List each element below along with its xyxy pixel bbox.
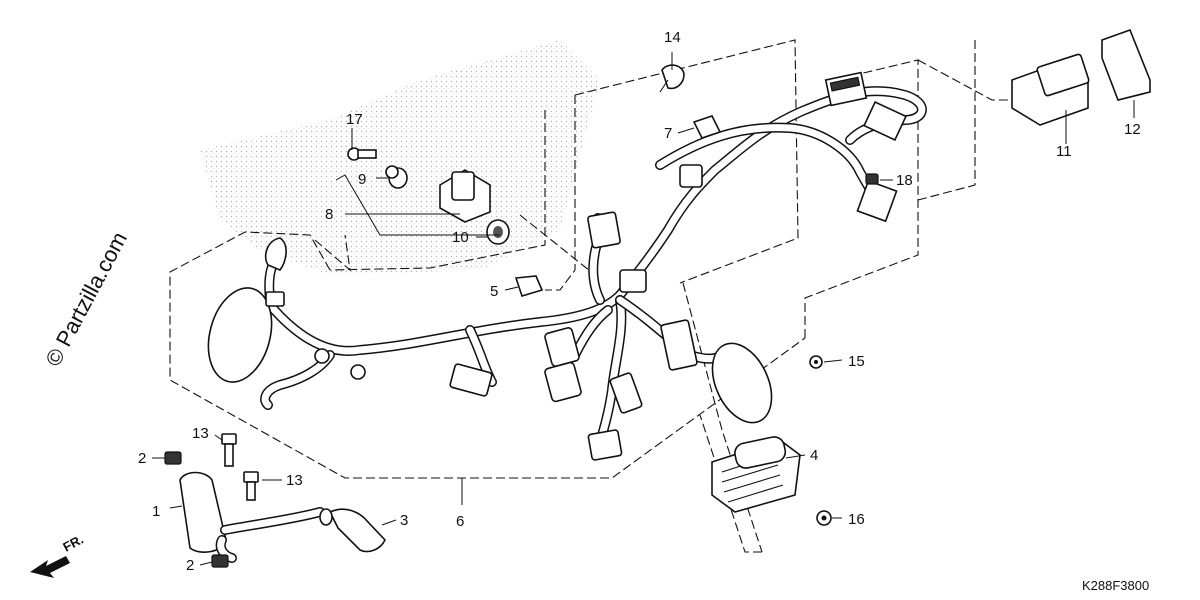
stipple-background <box>200 40 600 275</box>
group-outline-lines <box>169 39 1010 553</box>
harness-connectors <box>314 71 907 461</box>
callout-11: 11 <box>1056 143 1072 160</box>
diagram-code: K288F3800 <box>1082 578 1149 593</box>
bracket-8 <box>439 169 491 223</box>
bolt-15 <box>809 355 823 369</box>
callout-2-lower: 2 <box>186 557 194 574</box>
spark-plug-cap <box>319 508 386 553</box>
bolt-13-lower <box>243 471 259 501</box>
clip-7 <box>692 115 722 139</box>
ignition-coil <box>179 471 325 563</box>
clip-14 <box>659 64 685 93</box>
clamp-lower <box>211 554 229 568</box>
clip-18 <box>865 173 879 185</box>
callout-4: 4 <box>810 447 818 464</box>
callout-13-lower: 13 <box>286 472 303 489</box>
callout-16: 16 <box>848 511 865 528</box>
leader-lines <box>152 52 1135 566</box>
callout-9: 9 <box>358 171 366 188</box>
capacitor-right <box>711 342 773 424</box>
callout-5: 5 <box>490 283 498 300</box>
canister-left <box>207 237 287 383</box>
clip-5 <box>514 275 544 297</box>
callout-15: 15 <box>848 353 865 370</box>
module-11 <box>1011 53 1090 126</box>
callout-10: 10 <box>452 229 469 246</box>
bolt-16 <box>816 510 832 526</box>
callout-12: 12 <box>1124 121 1141 138</box>
callout-2-upper: 2 <box>138 450 146 467</box>
clamp-upper <box>164 451 182 465</box>
regulator-rectifier <box>711 436 801 513</box>
front-direction-arrow <box>30 556 70 578</box>
callout-3: 3 <box>400 512 408 529</box>
bolt-13-upper <box>221 433 237 467</box>
callout-1: 1 <box>152 503 160 520</box>
callout-18: 18 <box>896 172 913 189</box>
direction-label: FR. <box>60 532 86 555</box>
watermark: © Partzilla.com <box>40 228 132 371</box>
callout-17: 17 <box>346 111 363 128</box>
grommet-10 <box>486 219 510 245</box>
bolt-17 <box>347 147 377 161</box>
grommet-9 <box>385 165 408 189</box>
module-12 <box>1101 28 1151 101</box>
callout-14: 14 <box>664 29 681 46</box>
callout-8: 8 <box>325 206 333 223</box>
callout-6: 6 <box>456 513 464 530</box>
callout-13-upper: 13 <box>192 425 209 442</box>
callout-7: 7 <box>664 125 672 142</box>
